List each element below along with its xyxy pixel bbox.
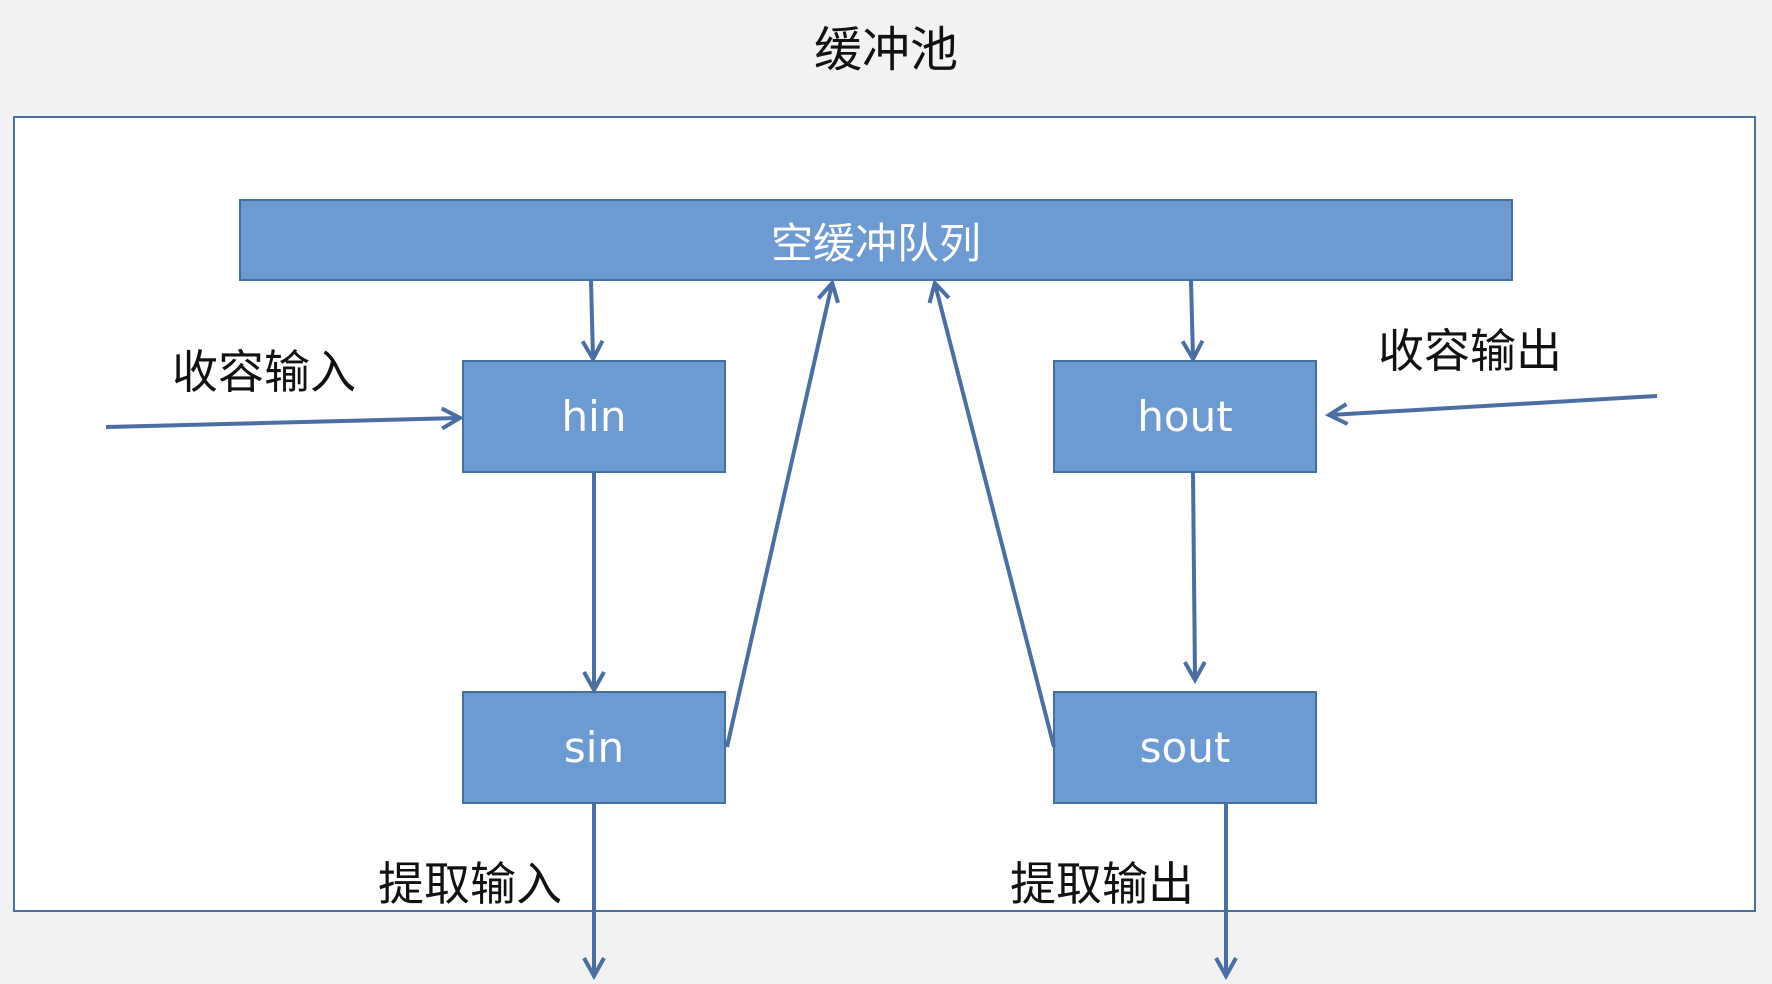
- sin-to-queue-arrow: [725, 279, 840, 748]
- extract-output-label: 提取输出: [1010, 857, 1194, 911]
- sout-label: sout: [1139, 723, 1231, 772]
- extract-input-label: 提取输入: [378, 857, 562, 911]
- accept-input-label: 收容输入: [172, 345, 356, 399]
- queue-to-hin-arrow: [580, 280, 605, 364]
- hin-node: hin: [462, 360, 726, 473]
- queue-to-hout-arrow: [1180, 280, 1205, 364]
- sin-node: sin: [462, 691, 726, 804]
- empty-buffer-queue-node: 空缓冲队列: [239, 199, 1513, 281]
- sout-node: sout: [1053, 691, 1317, 804]
- hin-label: hin: [561, 392, 627, 441]
- hout-node: hout: [1053, 360, 1317, 473]
- accept-input-arrow: [105, 406, 465, 431]
- diagram-title: 缓冲池: [813, 22, 958, 78]
- empty-buffer-queue-label: 空缓冲队列: [770, 218, 981, 268]
- accept-output-label: 收容输出: [1378, 324, 1562, 378]
- sin-label: sin: [563, 723, 625, 772]
- accept-output-arrow: [1324, 394, 1658, 426]
- sout-to-queue-arrow: [927, 279, 1056, 748]
- hout-to-sout-arrow: [1183, 472, 1207, 685]
- hout-label: hout: [1137, 392, 1233, 441]
